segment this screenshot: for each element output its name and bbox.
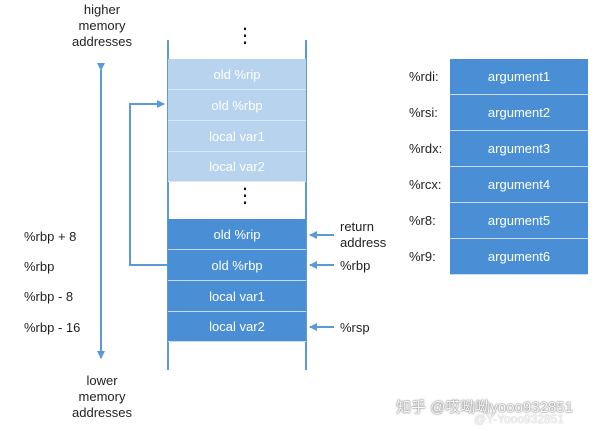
register-value-argument5: argument5 — [450, 203, 588, 239]
register-label-rdx: %rdx: — [409, 141, 443, 156]
higher-memory-label: higher memory addresses — [66, 2, 138, 50]
stack-left-border — [167, 40, 169, 370]
higher-memory-line3: addresses — [72, 34, 132, 49]
rsp-pointer-label: %rsp — [340, 320, 370, 335]
lower-memory-line1: lower — [86, 373, 118, 388]
lower-memory-line2: memory — [78, 389, 126, 404]
stack-cell-local-var2: local var2 — [168, 312, 306, 342]
stack-cell-upper-old-rip: old %rip — [168, 59, 306, 90]
top-ellipsis: ⋮ — [235, 25, 255, 47]
register-label-r8: %r8: — [409, 213, 436, 228]
offset-rbp-plus-8: %rbp + 8 — [24, 229, 77, 244]
offset-rbp: %rbp — [24, 259, 55, 274]
register-label-rsi: %rsi: — [409, 105, 438, 120]
rbp-pointer-label: %rbp — [340, 258, 371, 273]
return-address-label: return address — [340, 219, 386, 251]
offset-rbp-minus-16: %rbp - 16 — [24, 320, 81, 335]
offset-rbp-minus-8: %rbp - 8 — [24, 289, 74, 304]
higher-memory-line2: memory — [78, 18, 126, 33]
saved-rbp-link-arrow — [129, 100, 168, 266]
register-value-argument4: argument4 — [450, 167, 588, 203]
watermark-main: 知乎 @哎呦呦yooo932851 — [396, 399, 573, 416]
stack-cell-upper-local-var2: local var2 — [168, 152, 306, 182]
lower-memory-label: lower memory addresses — [66, 373, 138, 421]
stack-cell-upper-old-rbp: old %rbp — [168, 90, 306, 121]
stack-right-border — [305, 40, 307, 370]
stack-cell-old-rip: old %rip — [168, 219, 306, 250]
stack-cell-old-rbp: old %rbp — [168, 250, 306, 281]
return-address-line2: address — [340, 235, 387, 250]
higher-memory-line1: higher — [83, 2, 121, 17]
lower-memory-line3: addresses — [72, 405, 132, 420]
register-value-argument3: argument3 — [450, 131, 588, 167]
register-value-argument1: argument1 — [450, 59, 588, 95]
watermark-sub: @Y-Yooo932851 — [474, 412, 565, 426]
register-label-r9: %r9: — [409, 249, 436, 264]
stack-cell-local-var1: local var1 — [168, 281, 306, 312]
stack-cell-upper-local-var1: local var1 — [168, 121, 306, 152]
register-label-rdi: %rdi: — [409, 69, 439, 84]
register-value-argument2: argument2 — [450, 95, 588, 131]
register-label-rcx: %rcx: — [409, 177, 442, 192]
mid-ellipsis: ⋮ — [235, 185, 255, 207]
register-value-argument6: argument6 — [450, 239, 588, 275]
return-address-line1: return — [340, 219, 374, 234]
